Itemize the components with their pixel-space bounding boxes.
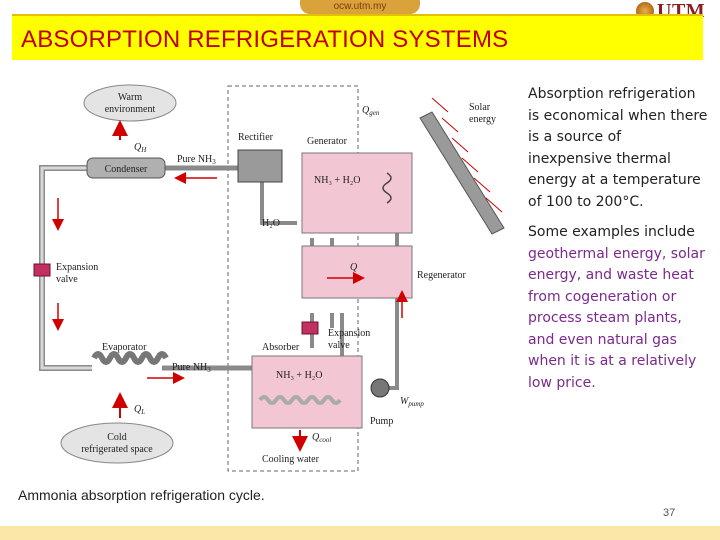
absorber [251, 355, 363, 429]
absorber-label: Absorber [262, 342, 300, 353]
generator-label: Generator [307, 136, 348, 147]
evaporator-coil [91, 351, 169, 365]
expansion-valve-left-label-2: valve [56, 274, 78, 285]
expansion-valve-left-label-1: Expansion [56, 262, 98, 273]
wpump-label: Wpump [400, 396, 424, 408]
pure-nh3-top-label: Pure NH3 [177, 154, 216, 166]
warm-environment-cloud [83, 84, 177, 122]
warm-env-label-2: environment [105, 104, 156, 115]
cooling-water-label: Cooling water [262, 454, 320, 465]
generator-coil [382, 172, 392, 204]
rectifier-label: Rectifier [238, 132, 274, 143]
page-number: 37 [663, 507, 676, 519]
absorber-coil [258, 395, 342, 405]
pure-nh3-bottom-label: Pure NH3 [172, 362, 211, 374]
gen-nh3-h2o-label: NH₃ + H₂O [314, 175, 361, 186]
bottom-band [0, 526, 720, 540]
regenerator-label: Regenerator [417, 270, 467, 281]
condenser [86, 157, 166, 179]
expansion-valve-mid-label-2: valve [328, 340, 350, 351]
solar-rays [431, 97, 503, 213]
ql-label: QL [134, 404, 145, 416]
cold-label-2: refrigerated space [81, 444, 153, 455]
generator [301, 152, 413, 234]
solar-panel [419, 111, 505, 235]
condenser-label: Condenser [105, 164, 148, 175]
h2o-label: H₂O [262, 218, 280, 229]
solar-label-1: Solar [469, 102, 491, 113]
rectifier [237, 149, 283, 183]
pump [370, 378, 390, 398]
abs-nh3-h2o-label: NH₃ + H₂O [276, 370, 323, 381]
paragraph-2: Some examples include geothermal energy,… [528, 222, 708, 394]
expansion-valve-left [33, 263, 51, 277]
qh-label: QH [134, 142, 147, 154]
qcool-label: Qcool [312, 432, 331, 444]
absorption-cycle-diagram: Warm environment QH Condenser Pure NH3 R… [12, 78, 522, 478]
paragraph-1: Absorption refrigeration is economical w… [528, 86, 708, 210]
cold-label-1: Cold [107, 432, 126, 443]
h2o-return-pipe [260, 168, 297, 225]
evaporator-label: Evaporator [102, 342, 147, 353]
paragraph-2-rest: geothermal energy, solar energy, and was… [528, 245, 705, 391]
expansion-valve-mid [301, 321, 319, 335]
solar-label-2: energy [469, 114, 496, 125]
paragraph-2-lead: Some examples include [528, 224, 695, 240]
cold-space-cloud [60, 422, 174, 464]
qgen-label: Qgen [362, 105, 380, 117]
figure-caption: Ammonia absorption refrigeration cycle. [18, 487, 265, 503]
slide-title: ABSORPTION REFRIGERATION SYSTEMS [21, 26, 509, 53]
diagram-svg: Warm environment QH Condenser Pure NH3 R… [33, 84, 505, 472]
text-panel: Absorption refrigeration is economical w… [528, 84, 708, 394]
pump-label: Pump [370, 416, 393, 427]
expansion-valve-mid-label-1: Expansion [328, 328, 370, 339]
q-regen-label: Q [350, 262, 358, 273]
title-bar: ABSORPTION REFRIGERATION SYSTEMS [12, 14, 703, 60]
header-url-tab[interactable]: ocw.utm.my [300, 0, 420, 14]
warm-env-label-1: Warm [118, 92, 142, 103]
